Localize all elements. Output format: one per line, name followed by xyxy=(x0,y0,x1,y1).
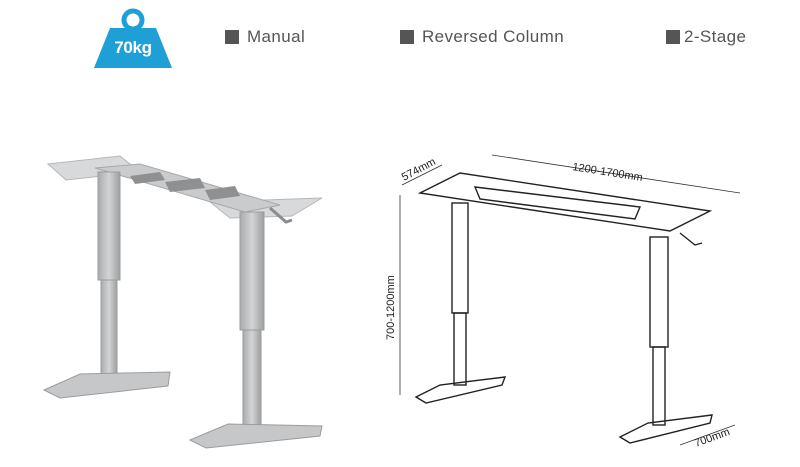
foot-dimension: 700mm xyxy=(693,426,732,450)
bullet-square-icon xyxy=(666,30,680,44)
weight-capacity-badge: 70kg xyxy=(92,8,174,70)
desk-frame-dimension-drawing: 574mm 1200-1700mm 700-1200mm 700mm xyxy=(385,154,741,450)
desk-frame-photo xyxy=(42,155,323,449)
height-dimension: 700-1200mm xyxy=(385,275,397,340)
bullet-square-icon xyxy=(225,30,239,44)
feature-manual: Manual xyxy=(225,26,305,48)
feature-reversed-column: Reversed Column xyxy=(400,26,564,48)
width-dimension: 1200-1700mm xyxy=(572,161,644,184)
feature-label: 2-Stage xyxy=(684,27,747,46)
bullet-square-icon xyxy=(400,30,414,44)
weight-label: 70kg xyxy=(114,38,152,57)
feature-label: Reversed Column xyxy=(422,27,565,46)
feature-label: Manual xyxy=(247,27,306,46)
weight-icon xyxy=(94,8,172,68)
feature-2-stage: 2-Stage xyxy=(666,26,746,48)
